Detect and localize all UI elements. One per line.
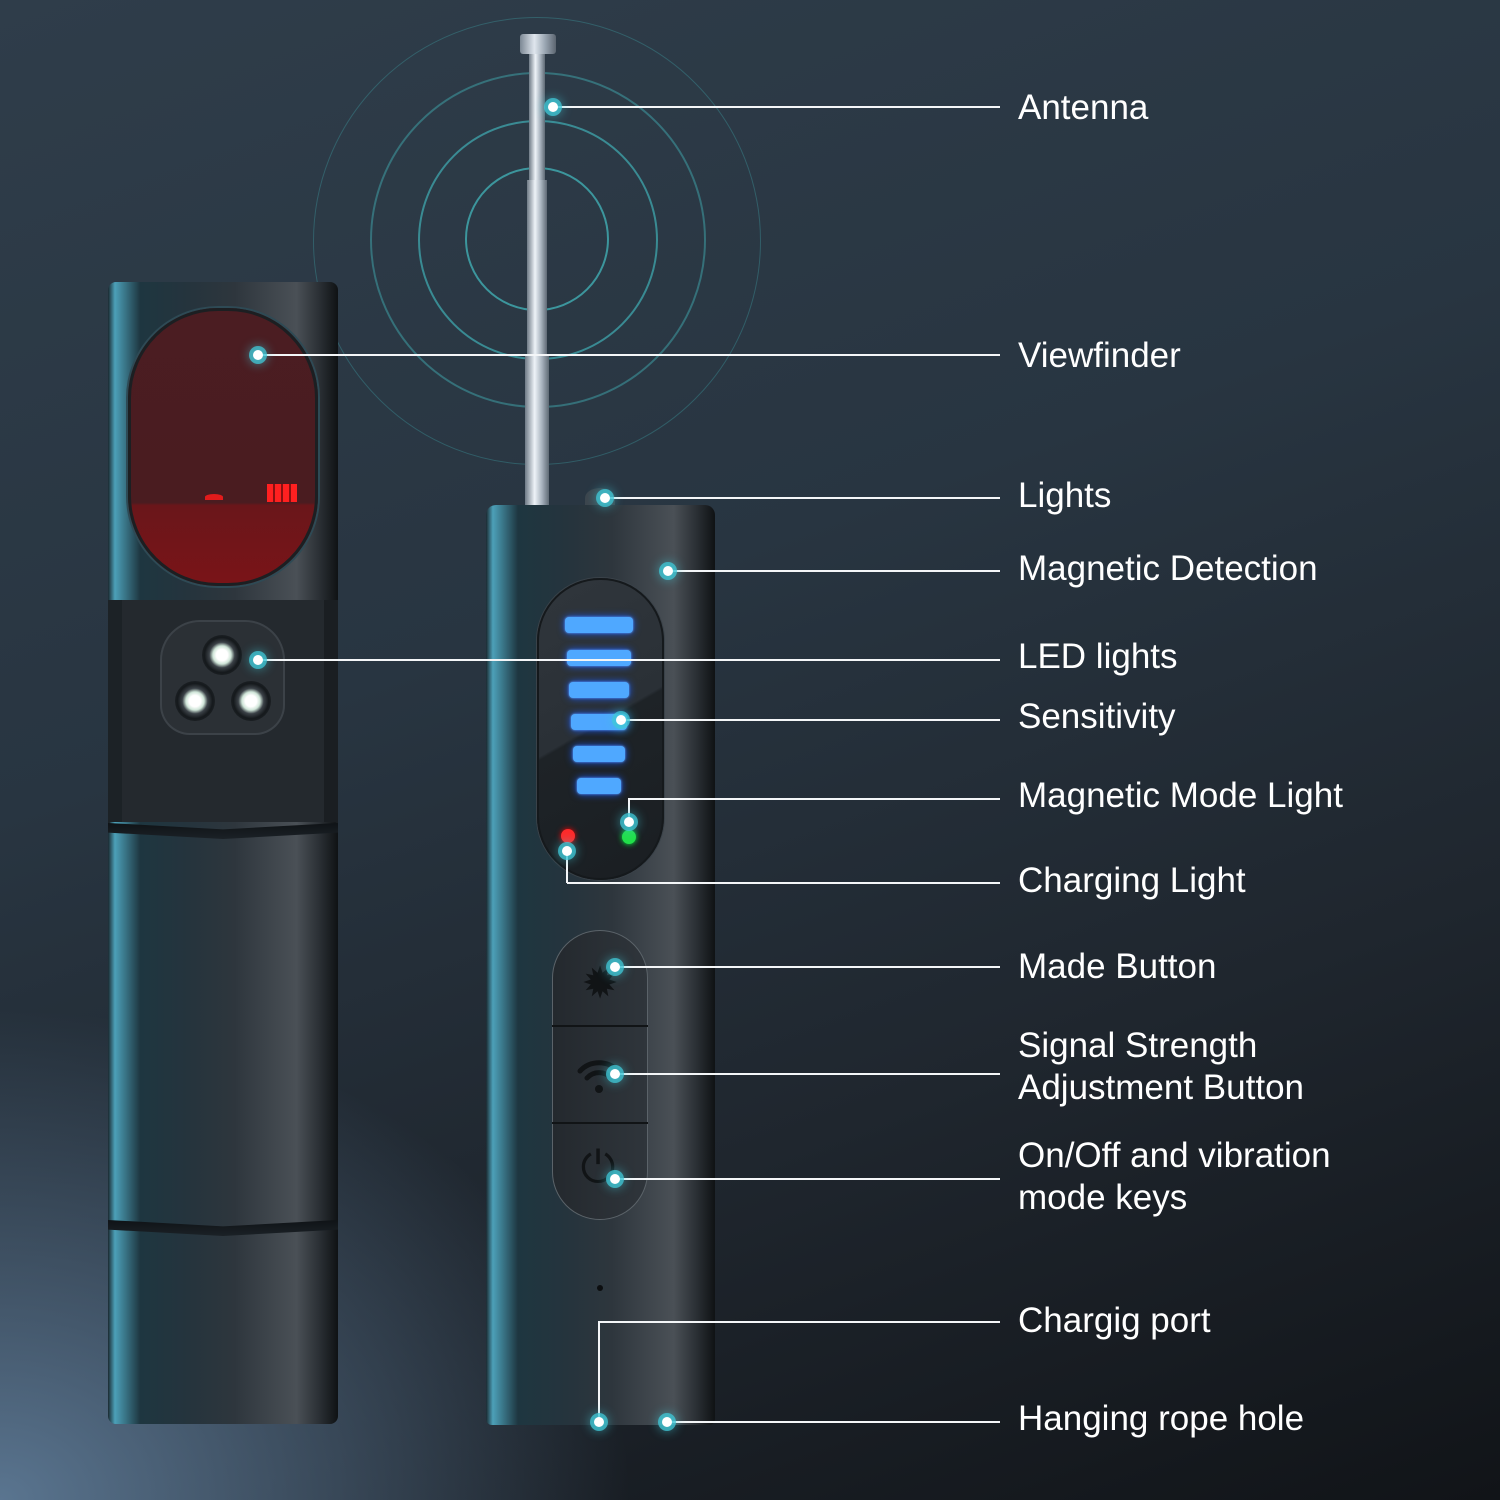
marker-made-button [610,962,620,972]
callout-line-lights [605,497,1000,499]
button-divider [552,1025,648,1027]
sensitivity-bar [573,746,625,762]
charging-port-hole [597,1285,603,1291]
marker-rope-hole [662,1417,672,1427]
callout-line-made-button [615,966,1000,968]
label-power-line1: On/Off and vibration [1018,1136,1331,1175]
led-light-icon [175,681,215,721]
antenna-segment-2 [527,180,547,356]
callout-line-charging-port-v [598,1321,600,1422]
magnetic-mode-light-indicator [622,830,636,844]
marker-lights [600,493,610,503]
antenna-tip [520,34,556,54]
callout-line-charging-light-v [566,851,568,883]
callout-line-magnetic-mode [629,798,1000,800]
callout-line-sensitivity [621,719,1000,721]
wifi-signal-icon[interactable] [576,1055,622,1095]
viewfinder-reflection [205,494,223,500]
label-charging-light: Charging Light [1018,861,1246,900]
marker-sensitivity [616,715,626,725]
label-signal-strength-line1: Signal Strength [1018,1026,1258,1065]
callout-line-led-lights [258,659,1000,661]
label-magnetic-mode-light: Magnetic Mode Light [1018,776,1343,815]
callout-line-antenna [553,106,1000,108]
button-divider [552,1122,648,1124]
label-power-line2: mode keys [1018,1178,1188,1217]
viewfinder-reflection-bars [267,484,297,502]
callout-line-signal-button [615,1073,1000,1075]
body-band [108,1220,338,1236]
label-lights: Lights [1018,476,1112,515]
marker-viewfinder [253,350,263,360]
marker-magnetic-detection [663,566,673,576]
power-icon[interactable]: ⏻ [580,1143,616,1192]
marker-signal-button [610,1069,620,1079]
callout-line-rope-hole [667,1421,1000,1423]
body-band [108,823,338,839]
marker-magnetic-mode-light [624,817,634,827]
label-rope-hole: Hanging rope hole [1018,1399,1305,1438]
label-sensitivity: Sensitivity [1018,697,1176,736]
antenna-segment-3 [525,354,549,506]
led-light-icon [231,681,271,721]
left-device-body [108,822,338,1424]
label-viewfinder: Viewfinder [1018,336,1181,375]
label-led-lights: LED lights [1018,637,1178,676]
sensitivity-bar [577,778,621,794]
sensitivity-bar [567,650,631,666]
marker-antenna [548,102,558,112]
callout-line-viewfinder [258,354,1000,356]
callout-line-charging-light [567,882,1000,884]
label-antenna: Antenna [1018,88,1149,127]
marker-led-lights [253,655,263,665]
sensitivity-bar [565,617,633,633]
callout-line-magnetic-mode-v [628,798,630,822]
viewfinder-lens [128,308,318,586]
charging-light-indicator [561,829,575,843]
callout-line-charging-port [599,1321,1000,1323]
label-signal-strength-line2: Adjustment Button [1018,1068,1304,1107]
label-made-button: Made Button [1018,947,1217,986]
callout-line-power-button [615,1178,1000,1180]
marker-charging-port [594,1417,604,1427]
sensitivity-bar [569,682,629,698]
marker-power-button [610,1174,620,1184]
label-charging-port: Chargig port [1018,1301,1211,1340]
sun-icon[interactable]: ✹ [581,959,619,1008]
sensitivity-bar [571,714,627,730]
led-light-icon [202,635,242,675]
label-magnetic-detection: Magnetic Detection [1018,549,1318,588]
antenna-segment-1 [529,54,545,182]
callout-line-magnetic-detection [668,570,1000,572]
marker-charging-light [562,846,572,856]
